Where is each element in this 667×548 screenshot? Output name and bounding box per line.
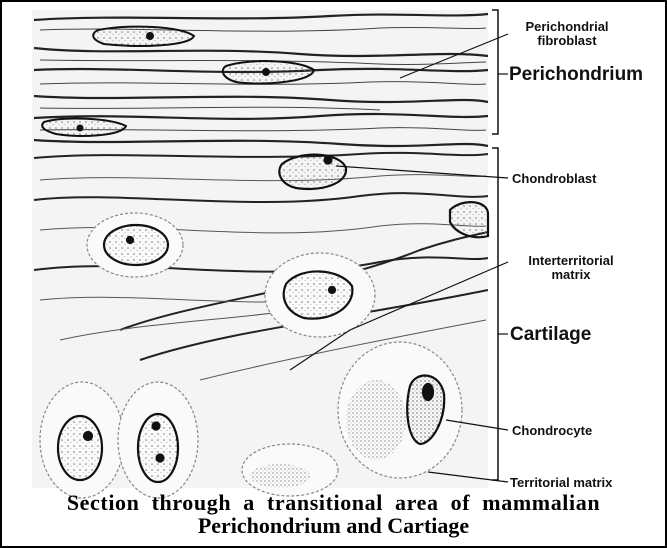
label-chondroblast: Chondroblast [512,172,597,185]
label-interterritorial-line1: Interterritorial [508,254,634,267]
caption-line1: Section through a transitional area of m… [0,491,667,514]
label-interterritorial-line2: matrix [508,268,634,281]
region-brackets [492,10,498,480]
label-chondrocyte: Chondrocyte [512,424,592,437]
label-perichondrium: Perichondrium [509,64,643,86]
label-territorial-matrix: Territorial matrix [510,476,612,489]
label-perichondrial-fibroblast-line1: Perichondrial [512,20,622,33]
label-cartilage: Cartilage [510,324,591,346]
tissue-drawing [32,10,488,498]
label-perichondrial-fibroblast-line2: fibroblast [512,34,622,47]
figure-caption: Section through a transitional area of m… [0,491,667,537]
caption-line2: Perichondrium and Cartiage [0,514,667,537]
